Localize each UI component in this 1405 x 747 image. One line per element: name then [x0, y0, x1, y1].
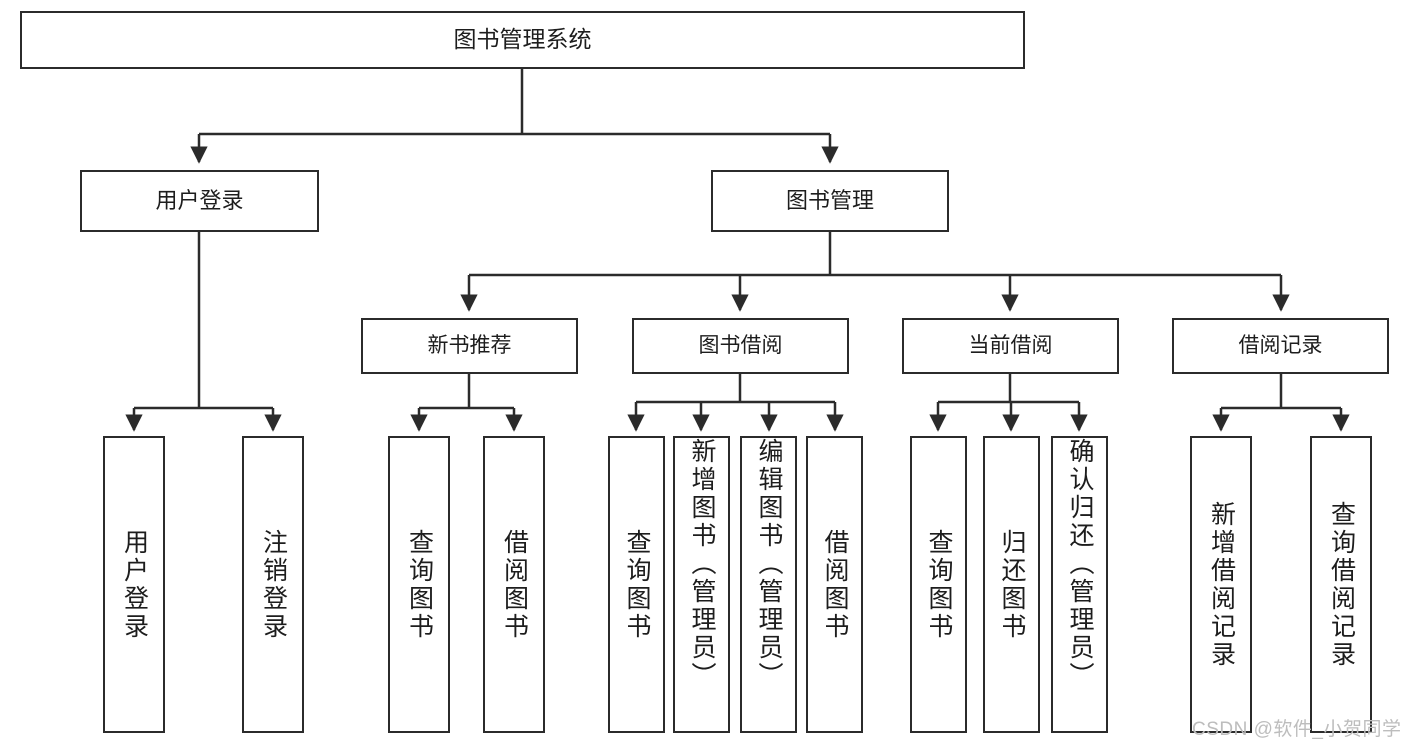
node-leaf-user-logout[interactable]: 注销登录 — [242, 436, 304, 733]
node-label: 查询图书 — [623, 528, 651, 641]
csdn-watermark: CSDN @软件_小贺同学 — [1192, 719, 1402, 740]
node-label: 注销登录 — [259, 528, 288, 641]
node-label: 图书借阅 — [698, 333, 783, 357]
node-leaf-add-book-admin[interactable]: 新增图书（管理员） — [673, 436, 730, 733]
node-label: 归还图书 — [998, 528, 1026, 641]
node-label: 图书管理 — [785, 188, 874, 214]
node-label: 查询借阅记录 — [1327, 500, 1356, 669]
node-label: 当前借阅 — [968, 333, 1053, 357]
node-leaf-query-book-borrowing[interactable]: 查询图书 — [608, 436, 665, 733]
node-label: 图书管理系统 — [453, 26, 592, 53]
node-label: 查询图书 — [405, 528, 434, 641]
node-leaf-add-borrowing-record[interactable]: 新增借阅记录 — [1190, 436, 1252, 733]
node-book-management-system[interactable]: 图书管理系统 — [20, 11, 1025, 69]
node-leaf-query-borrowing-record[interactable]: 查询借阅记录 — [1310, 436, 1372, 733]
node-book-borrowing[interactable]: 图书借阅 — [632, 318, 849, 374]
node-current-borrowing[interactable]: 当前借阅 — [902, 318, 1119, 374]
node-leaf-borrow-book[interactable]: 借阅图书 — [806, 436, 863, 733]
node-label: 新增借阅记录 — [1207, 500, 1236, 669]
node-book-management[interactable]: 图书管理 — [711, 170, 949, 232]
node-label: 新书推荐 — [427, 333, 512, 357]
node-leaf-edit-book-admin[interactable]: 编辑图书（管理员） — [740, 436, 797, 733]
node-leaf-confirm-return-admin[interactable]: 确认归还（管理员） — [1051, 436, 1108, 733]
node-leaf-return-book[interactable]: 归还图书 — [983, 436, 1040, 733]
node-borrowing-records[interactable]: 借阅记录 — [1172, 318, 1389, 374]
node-label: 借阅图书 — [821, 528, 849, 641]
node-user-login[interactable]: 用户登录 — [80, 170, 319, 232]
node-leaf-query-book-current[interactable]: 查询图书 — [910, 436, 967, 733]
node-leaf-user-login[interactable]: 用户登录 — [103, 436, 165, 733]
node-label: 用户登录 — [120, 528, 149, 641]
node-leaf-borrow-book-recommendation[interactable]: 借阅图书 — [483, 436, 545, 733]
node-label: 借阅记录 — [1238, 333, 1323, 357]
node-leaf-query-book-recommendation[interactable]: 查询图书 — [388, 436, 450, 733]
node-label: 确认归还（管理员） — [1066, 438, 1094, 690]
node-new-book-recommendation[interactable]: 新书推荐 — [361, 318, 578, 374]
node-label: 编辑图书（管理员） — [755, 438, 783, 690]
node-label: 新增图书（管理员） — [688, 438, 716, 690]
node-label: 用户登录 — [155, 188, 244, 214]
node-label: 查询图书 — [925, 528, 953, 641]
node-label: 借阅图书 — [500, 528, 529, 641]
